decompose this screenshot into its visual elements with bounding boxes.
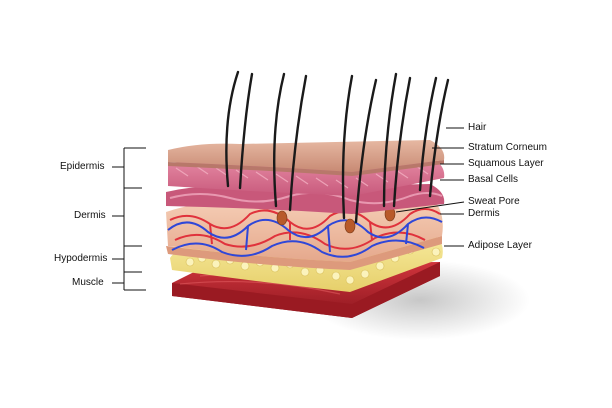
label-hypodermis: Hypodermis [54,253,108,264]
stratum-corneum-layer [168,140,445,176]
label-squamous-layer: Squamous Layer [468,158,544,169]
layer-bracket [112,147,146,291]
label-sweat-pore: Sweat Pore [468,196,520,207]
label-stratum-corneum: Stratum Corneum [468,142,547,153]
leader-lines [395,127,465,247]
vein-network [167,216,443,258]
label-adipose-layer: Adipose Layer [468,240,532,251]
dermis-layer [166,196,443,270]
label-basal-cells: Basal Cells [468,174,519,185]
label-dermis-right: Dermis [468,208,500,219]
hair-strands [225,70,450,224]
label-hair: Hair [468,122,487,133]
label-muscle: Muscle [72,277,104,288]
label-dermis-left: Dermis [74,210,106,221]
label-epidermis: Epidermis [60,161,105,172]
